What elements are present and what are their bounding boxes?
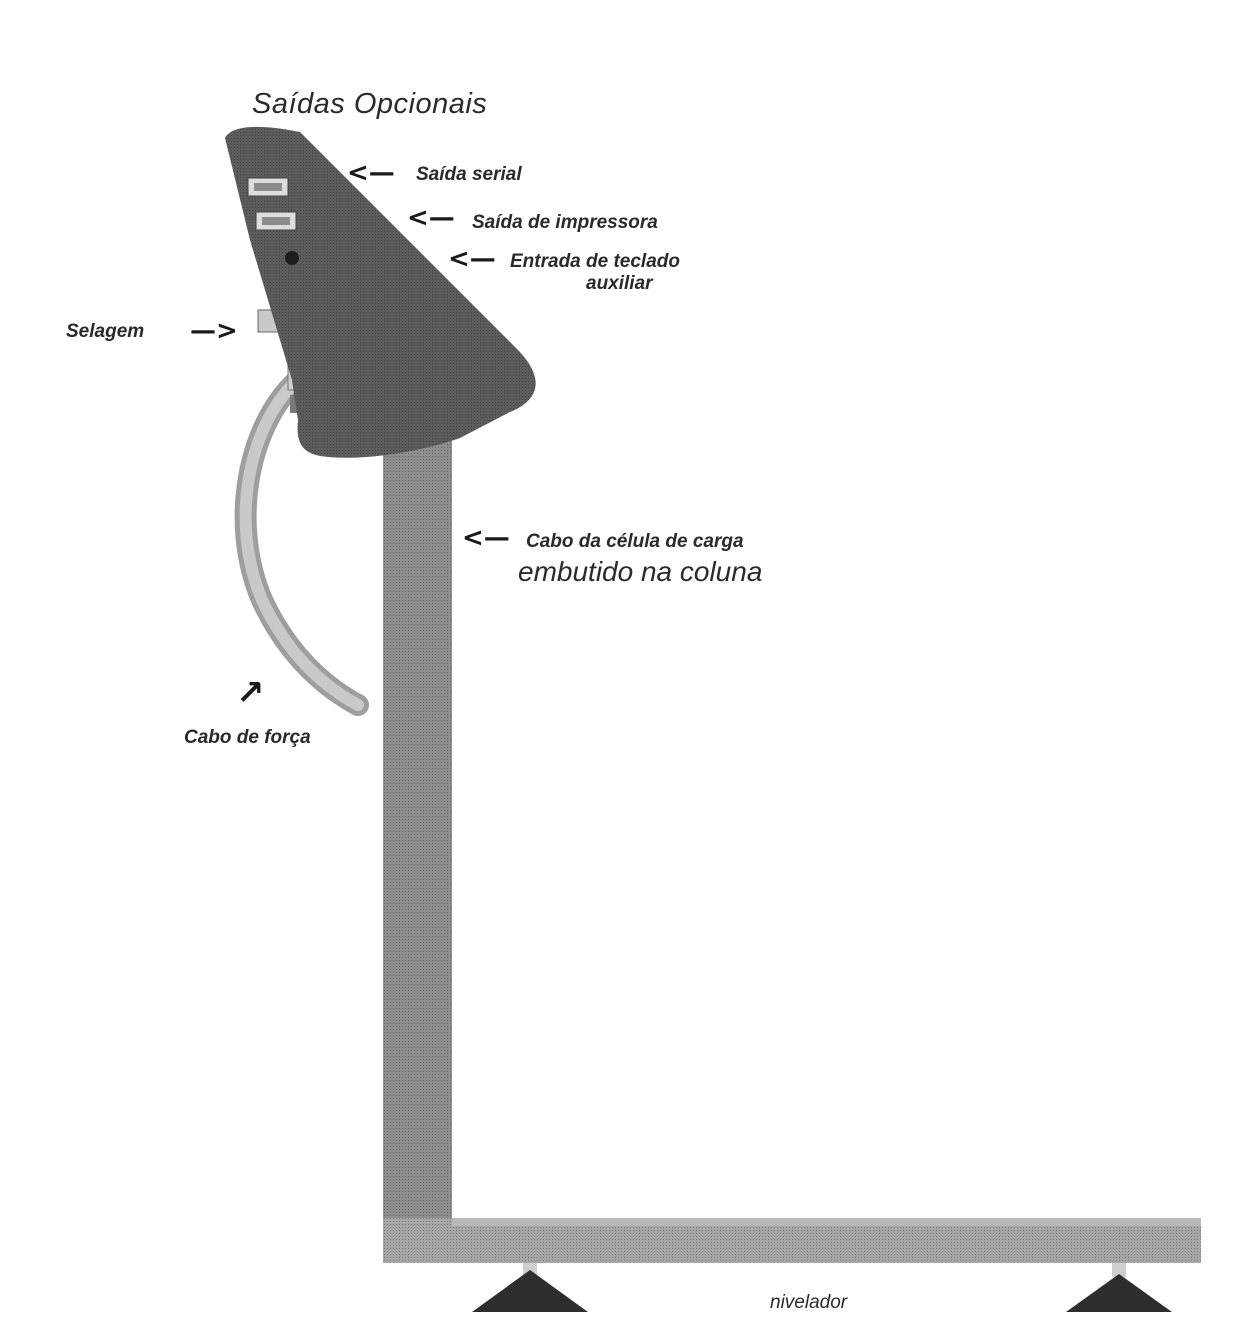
printer-arrow-icon: <—	[407, 203, 455, 233]
power-cable-label: Cabo de força	[184, 727, 311, 748]
title-label: Saídas Opcionais	[252, 88, 488, 120]
indicator-housing	[225, 126, 536, 458]
serial-port	[247, 177, 289, 197]
keyboard-input-label-2: auxiliar	[586, 273, 653, 294]
seal-arrow-icon: —>	[190, 316, 238, 346]
leveler-foot-right	[1066, 1263, 1172, 1312]
leveler-label: nivelador	[770, 1292, 848, 1313]
leveler-foot-left	[472, 1263, 588, 1312]
printer-port	[255, 211, 297, 231]
sealing-label: Selagem	[66, 321, 145, 342]
power-arrow-icon: ↗	[236, 673, 265, 713]
cable-arrow-icon: <—	[462, 523, 510, 553]
load-cell-cable-label-2: embutido na coluna	[518, 556, 763, 587]
serial-arrow-icon: <—	[347, 158, 395, 188]
keyboard-port	[285, 251, 299, 265]
printer-output-label: Saída de impressora	[472, 212, 658, 233]
load-cell-cable-label: Cabo da célula de carga	[526, 531, 744, 552]
keyboard-input-label-1: Entrada de teclado	[510, 251, 680, 272]
serial-output-label: Saída serial	[416, 164, 522, 185]
keyboard-arrow-icon: <—	[448, 244, 496, 274]
